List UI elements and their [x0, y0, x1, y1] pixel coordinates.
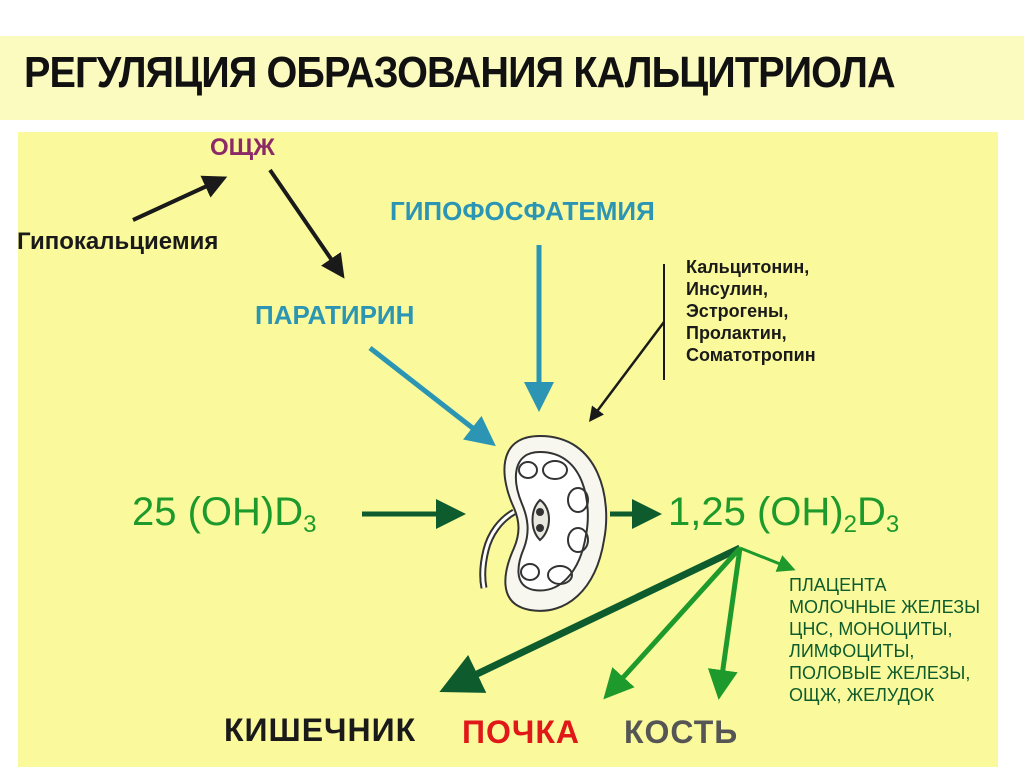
other-targets-list: ПЛАЦЕНТА МОЛОЧНЫЕ ЖЕЛЕЗЫ ЦНС, МОНОЦИТЫ, …	[789, 574, 980, 706]
arrow-parathyrin-to-kidney	[368, 346, 496, 447]
hormone-item: Кальцитонин,	[686, 257, 810, 277]
product-sub-a: 2	[843, 511, 857, 539]
other-target-item: ЛИМФОЦИТЫ,	[789, 641, 915, 661]
hormone-item: Эстрогены,	[686, 301, 789, 321]
kidney-icon	[479, 434, 608, 612]
title-bar	[0, 36, 1024, 120]
arrow-product-to-bone	[707, 547, 743, 700]
substrate-text: 25 (OH)D	[132, 490, 304, 534]
arrow-product-to-kidney-target	[603, 546, 742, 700]
hormone-item: Пролактин,	[686, 323, 787, 343]
hormones-list: Кальцитонин, Инсулин, Эстрогены, Пролакт…	[686, 256, 816, 366]
other-target-item: ЦНС, МОНОЦИТЫ,	[789, 619, 953, 639]
product-text-b: D	[856, 490, 886, 534]
other-target-item: ОЩЖ, ЖЕЛУДОК	[789, 685, 935, 705]
target-bone: КОСТЬ	[624, 714, 739, 750]
product-sub-b: 3	[885, 511, 900, 539]
arrow-hypocalcemia-to-oshzh	[132, 175, 228, 222]
arrow-product-to-intestine	[439, 544, 742, 693]
arrow-oshzh-to-parathyrin	[268, 168, 345, 279]
other-target-item: ПОЛОВЫЕ ЖЕЛЕЗЫ,	[789, 663, 971, 683]
hormone-item: Соматотропин	[686, 345, 816, 365]
product-label: 1,25 (OH)2D3	[668, 490, 899, 539]
parathyrin-label: ПАРАТИРИН	[255, 300, 415, 330]
page-title: РЕГУЛЯЦИЯ ОБРАЗОВАНИЯ КАЛЬЦИТРИОЛА	[24, 48, 896, 97]
target-intestine: КИШЕЧНИК	[224, 712, 417, 748]
other-target-item: ПЛАЦЕНТА	[789, 575, 887, 595]
substrate-label: 25 (OH)D3	[132, 490, 317, 539]
product-text-a: 1,25 (OH)	[668, 490, 844, 534]
oshzh-label: ОЩЖ	[210, 134, 275, 161]
hypocalcemia-label: Гипокальциемия	[17, 228, 219, 255]
arrow-hormones-to-kidney	[589, 321, 665, 422]
other-target-item: МОЛОЧНЫЕ ЖЕЛЕЗЫ	[789, 597, 981, 617]
arrow-product-to-other-targets	[739, 546, 796, 572]
substrate-sub: 3	[303, 511, 317, 539]
target-kidney: ПОЧКА	[462, 714, 581, 750]
hypophosphatemia-label: ГИПОФОСФАТЕМИЯ	[390, 196, 655, 226]
hormone-item: Инсулин,	[686, 279, 768, 299]
